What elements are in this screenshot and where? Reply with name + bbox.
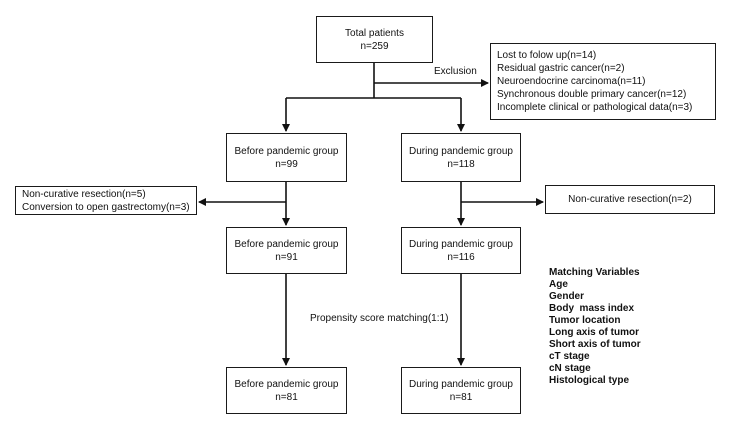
during-group-title: During pandemic group — [409, 238, 513, 250]
before-group-box-3: Before pandemic group n=81 — [226, 367, 347, 414]
exclusion-label: Exclusion — [434, 66, 477, 77]
exclusion-item: Lost to folow up(n=14) — [497, 50, 597, 61]
matching-variable: Short axis of tumor — [549, 339, 641, 350]
matching-variable: Age — [549, 279, 568, 290]
before-group-count: n=91 — [275, 251, 298, 263]
during-group-box-1: During pandemic group n=118 — [401, 133, 521, 182]
before-group-title: Before pandemic group — [234, 378, 339, 390]
matching-variable: Body mass index — [549, 303, 635, 314]
matching-variables-title: Matching Variables — [549, 267, 640, 278]
before-exclusion-box: Non-curative resection(n=5) Conversion t… — [15, 186, 197, 215]
matching-variable: Long axis of tumor — [549, 327, 639, 338]
exclusion-item: Synchronous double primary cancer(n=12) — [497, 89, 687, 100]
during-group-box-2: During pandemic group n=116 — [401, 227, 521, 274]
matching-variables-list: Matching Variables Age Gender Body mass … — [549, 267, 641, 387]
before-exclusion-item: Conversion to open gastrectomy(n=3) — [22, 201, 190, 213]
before-group-count: n=99 — [275, 158, 298, 170]
matching-variable: cN stage — [549, 363, 591, 374]
matching-variable: Histological type — [549, 375, 630, 386]
during-group-box-3: During pandemic group n=81 — [401, 367, 521, 414]
matching-variable: Gender — [549, 291, 585, 302]
before-exclusion-item: Non-curative resection(n=5) — [22, 188, 146, 200]
during-group-count: n=116 — [447, 251, 475, 263]
during-group-title: During pandemic group — [409, 145, 513, 157]
before-group-count: n=81 — [275, 391, 298, 403]
exclusion-item: Incomplete clinical or pathological data… — [497, 102, 693, 113]
psm-label: Propensity score matching(1:1) — [310, 313, 449, 324]
total-patients-box: Total patients n=259 — [316, 16, 433, 63]
exclusion-item: Neuroendocrine carcinoma(n=11) — [497, 76, 646, 87]
before-group-box-2: Before pandemic group n=91 — [226, 227, 347, 274]
before-group-title: Before pandemic group — [234, 238, 339, 250]
matching-variable: cT stage — [549, 351, 590, 362]
matching-variable: Tumor location — [549, 315, 621, 326]
during-group-title: During pandemic group — [409, 378, 513, 390]
during-exclusion-box: Non-curative resection(n=2) — [545, 185, 715, 214]
total-patients-title: Total patients — [345, 27, 404, 39]
during-exclusion-item: Non-curative resection(n=2) — [568, 194, 692, 205]
before-group-title: Before pandemic group — [234, 145, 339, 157]
before-group-box-1: Before pandemic group n=99 — [226, 133, 347, 182]
total-patients-count: n=259 — [360, 40, 389, 52]
during-group-count: n=81 — [449, 391, 473, 403]
exclusion-item: Residual gastric cancer(n=2) — [497, 63, 625, 74]
during-group-count: n=118 — [447, 158, 475, 170]
exclusion-box: Lost to folow up(n=14) Residual gastric … — [490, 43, 716, 120]
